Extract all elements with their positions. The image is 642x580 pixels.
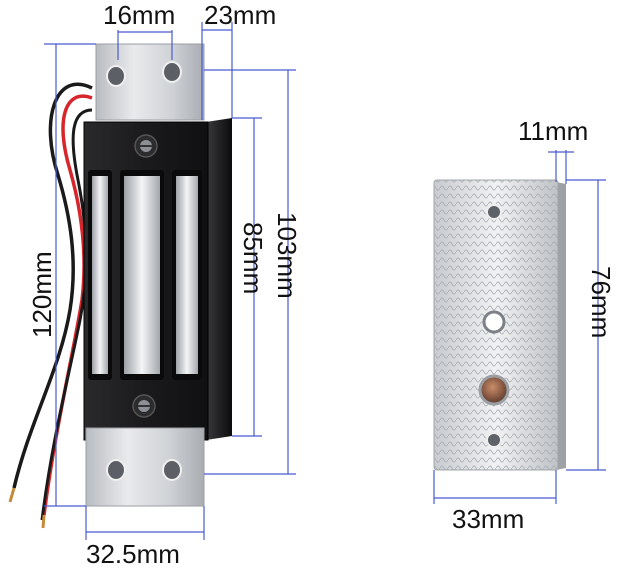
label-mount-height: 103mm: [272, 212, 302, 299]
mount-hole: [162, 459, 182, 481]
magnetic-lock: [8, 43, 232, 529]
label-plate-height: 76mm: [586, 266, 616, 338]
plate-hole-top: [486, 204, 502, 220]
screw-top: [134, 134, 158, 158]
mount-hole: [106, 65, 126, 87]
dimension-lines: [44, 22, 606, 540]
magnet-core: [88, 170, 202, 380]
label-hole-spacing: 16mm: [103, 0, 175, 30]
label-lock-width: 32.5mm: [86, 539, 180, 569]
label-plate-width: 33mm: [452, 504, 524, 534]
plate-hole-center: [482, 310, 506, 334]
wire-black-left: [12, 82, 93, 489]
dimension-labels: 16mm 23mm 120mm 85mm 103mm 32.5mm 11mm 7…: [27, 0, 616, 569]
armature-plate: [433, 179, 566, 471]
bottom-bracket: [85, 427, 205, 507]
wire-tip-red: [41, 514, 46, 529]
wire-tip-left: [8, 487, 16, 503]
label-plate-thickness: 11mm: [518, 116, 588, 146]
plate-hole-bottom: [486, 432, 502, 448]
top-bracket: [95, 43, 205, 121]
lock-body-side: [206, 118, 232, 440]
mount-hole: [106, 459, 126, 481]
plate-button: [478, 374, 510, 406]
label-body-height: 85mm: [238, 222, 268, 294]
label-overall-height: 120mm: [27, 251, 57, 338]
mount-hole: [162, 61, 182, 83]
label-top-depth: 23mm: [204, 0, 276, 30]
screw-bottom: [132, 394, 156, 418]
